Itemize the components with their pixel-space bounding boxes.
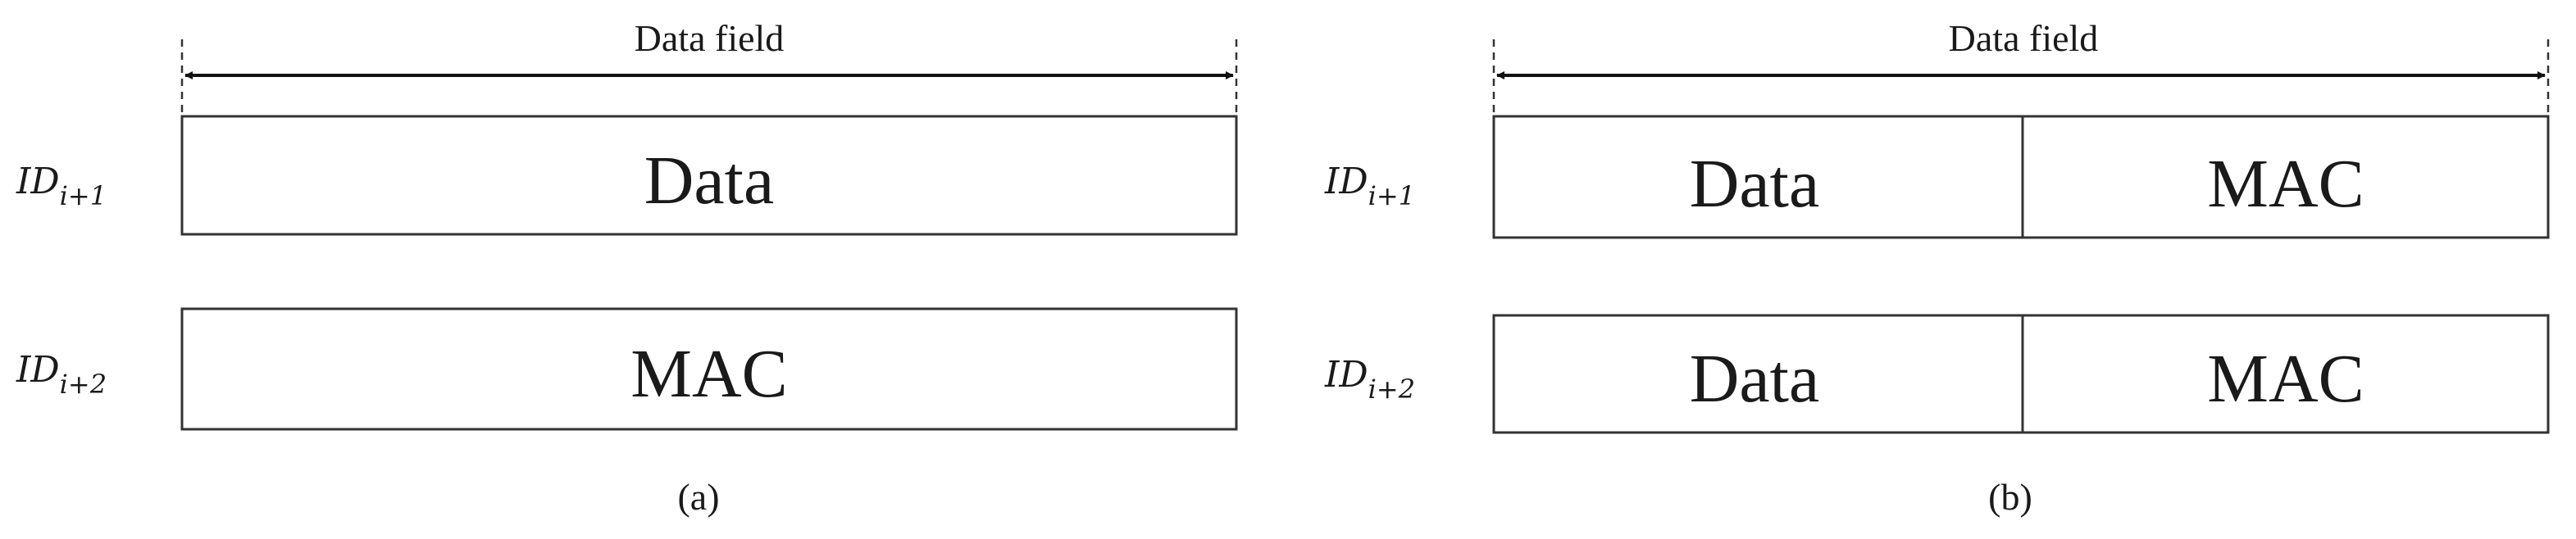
data-field-box xyxy=(180,115,1238,236)
frame-row: IDi+1 Data MAC xyxy=(1324,115,2550,239)
data-cell-label: Data xyxy=(644,143,775,219)
frame-row: IDi+2 MAC xyxy=(16,307,1238,431)
data-cell-label: Data xyxy=(1690,146,1820,222)
id-base: ID xyxy=(16,161,60,202)
data-field-box xyxy=(1492,115,2550,239)
can-id-label: IDi+1 xyxy=(1324,161,1415,211)
can-id-label: IDi+2 xyxy=(1324,354,1415,405)
id-base: ID xyxy=(16,349,60,391)
data-cell-label: Data xyxy=(1690,341,1820,417)
id-subscript: i+1 xyxy=(1368,180,1415,211)
mac-cell-label: MAC xyxy=(630,336,787,412)
mac-cell-label: MAC xyxy=(2207,146,2364,222)
data-field-header: Data field xyxy=(635,17,785,59)
id-subscript: i+2 xyxy=(1368,374,1415,405)
data-field-box xyxy=(180,307,1238,431)
can-id-label: IDi+2 xyxy=(16,349,107,400)
frame-row: IDi+1 Data xyxy=(16,115,1238,236)
panel-b: Data field IDi+1 Data MAC IDi+2 Data MAC… xyxy=(1324,17,2550,518)
id-base: ID xyxy=(1324,354,1368,396)
id-base: ID xyxy=(1324,161,1368,202)
panel-caption: (b) xyxy=(1988,476,2032,518)
can-id-label: IDi+1 xyxy=(16,161,107,211)
data-field-header: Data field xyxy=(1949,17,2099,59)
panel-caption: (a) xyxy=(677,476,719,518)
panel-a: Data field IDi+1 Data IDi+2 MAC (a) xyxy=(16,17,1238,518)
id-subscript: i+2 xyxy=(60,369,107,400)
id-subscript: i+1 xyxy=(60,180,107,211)
frame-row: IDi+2 Data MAC xyxy=(1324,314,2550,434)
mac-cell-label: MAC xyxy=(2207,341,2364,417)
data-field-box xyxy=(1492,314,2550,434)
